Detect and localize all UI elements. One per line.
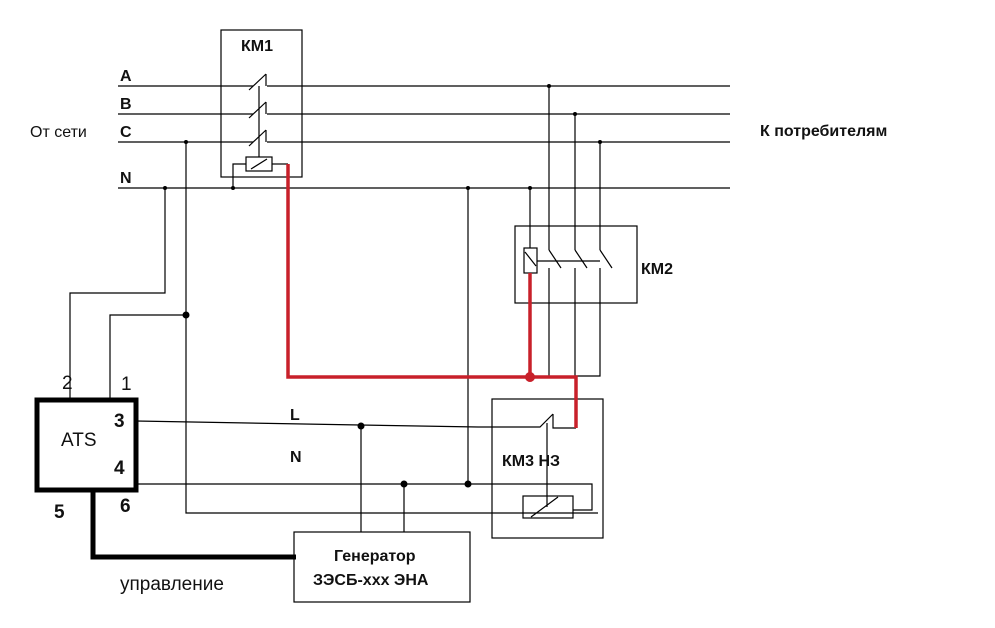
control-line [90,490,296,560]
ats-box [34,397,139,493]
ats-pin-4: 4 [114,458,125,479]
ats-label: ATS [61,430,97,451]
km1-box [220,29,303,178]
km3-relay [187,398,604,539]
generator-label-1: Генератор [334,548,416,565]
km1-label: КМ1 [241,38,273,55]
ats-pin-3: 3 [114,411,125,432]
km1-contact-b [248,101,267,119]
ats-pin-5: 5 [54,502,65,523]
junction-dots [163,84,602,488]
ats-pin-1: 1 [121,374,132,395]
km2-box [514,225,638,304]
control-label: управление [120,574,224,595]
km3-box [491,398,604,539]
ats-controller [34,397,296,560]
km3-contact [478,413,554,428]
control-wire-red [286,164,578,428]
generator-box [293,531,471,603]
bus-lines [118,85,730,189]
neutral-label: N [120,170,132,187]
line-l-label: L [290,407,300,424]
km2-coil [523,247,538,274]
km3-label: КМ3 НЗ [502,453,560,470]
generator-label-2: ЗЭСБ-ххх ЭНА [313,572,429,589]
phase-c-label: C [120,124,132,141]
to-consumers-label: К потребителям [760,123,887,140]
ats-wiring [69,142,598,532]
km2-label: КМ2 [641,261,673,278]
ats-pin-6: 6 [120,496,131,517]
km3-coil [522,495,574,519]
phase-b-label: B [120,96,132,113]
phase-a-label: A [120,68,132,85]
red-junction [525,372,535,382]
km2-contactor [514,86,638,377]
from-grid-label: От сети [30,124,87,141]
km1-contact-a [248,73,267,91]
km1-contact-c [248,129,267,147]
km1-contactor [220,29,303,188]
ats-pin-2: 2 [62,373,73,394]
line-n-label: N [290,449,302,466]
